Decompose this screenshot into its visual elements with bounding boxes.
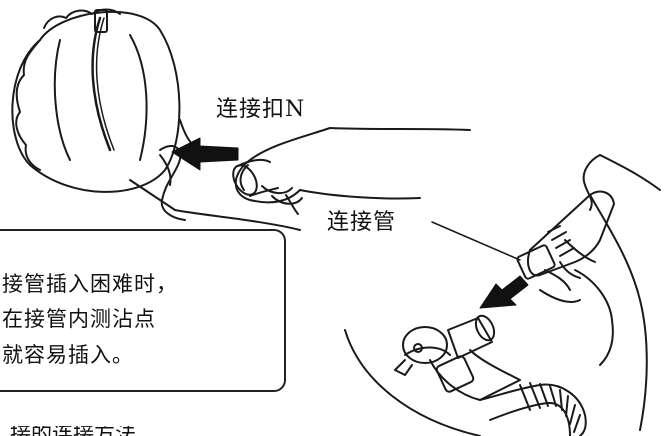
label-connector-n: 连接扣N bbox=[216, 97, 306, 122]
arrow-left-icon bbox=[171, 137, 239, 171]
note-line: 就容易插入。 bbox=[2, 343, 134, 367]
connector-tube-illustration bbox=[516, 154, 661, 431]
port-and-hose-illustration bbox=[344, 314, 587, 436]
leader-line bbox=[431, 221, 521, 261]
label-connector-tube: 连接管 bbox=[327, 210, 397, 235]
note-box bbox=[0, 229, 286, 392]
note-line: 在接管内测沾点 bbox=[2, 307, 156, 331]
arrow-down-left-icon bbox=[479, 275, 529, 309]
hand-with-connector-illustration bbox=[232, 127, 471, 215]
zipper-bag-illustration bbox=[11, 8, 301, 231]
footer-partial-text: 接的连接方法 bbox=[10, 422, 136, 436]
note-line: 接管插入困难时， bbox=[2, 272, 178, 296]
